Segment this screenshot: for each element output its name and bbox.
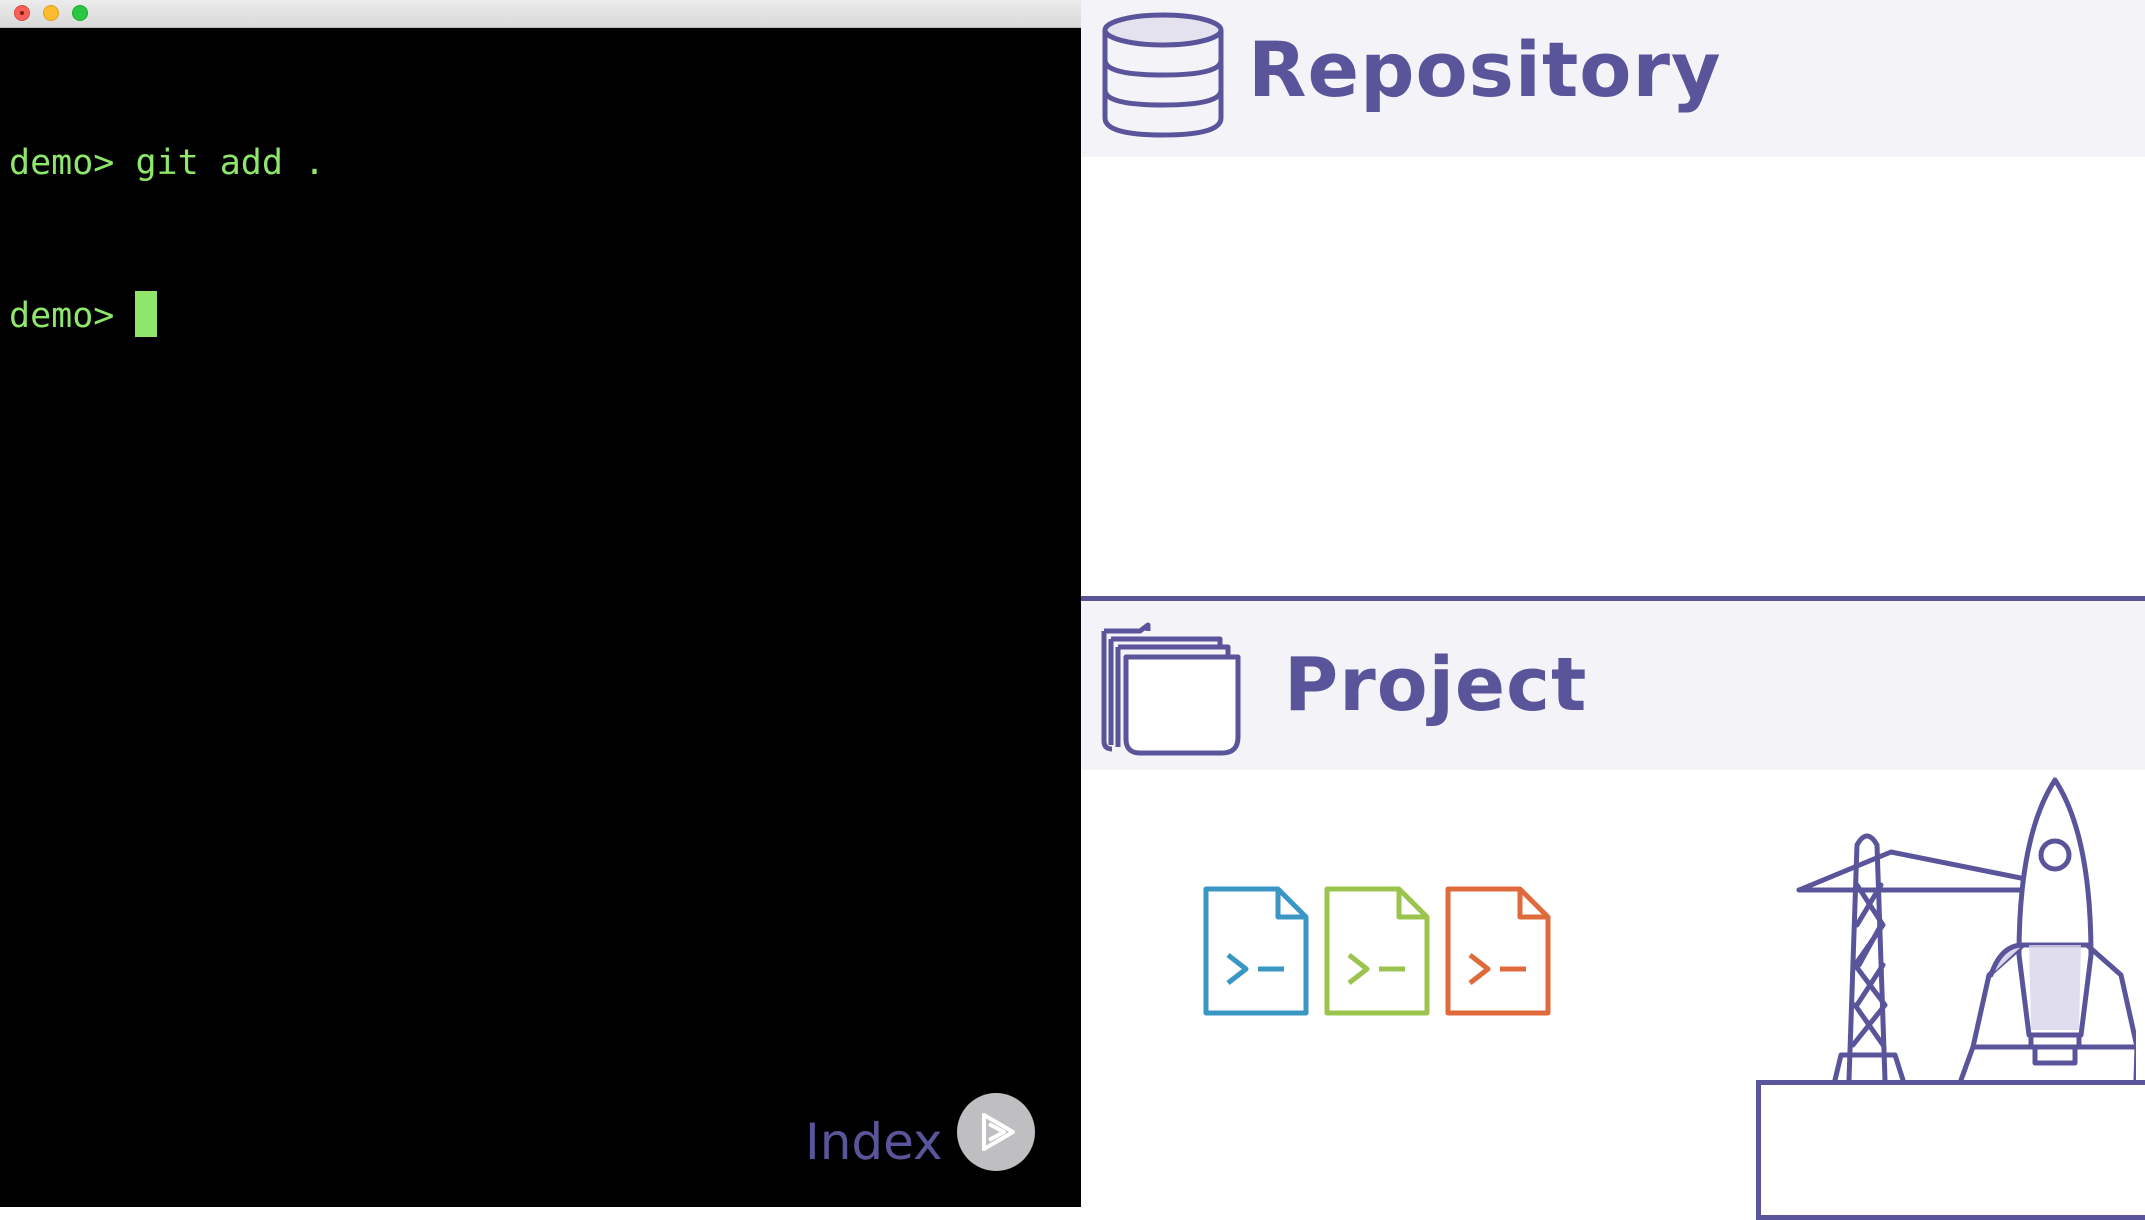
terminal-prompt: demo> [9,143,136,183]
project-header: Project [1081,601,2145,770]
folder-stack-icon [1101,622,1241,756]
terminal-titlebar[interactable] [0,0,1081,28]
minimize-window-button[interactable] [43,5,59,21]
git-diagram-panel: Repository Project [1081,0,2145,1220]
repository-header: Repository [1081,0,2145,157]
maximize-window-button[interactable] [72,5,88,21]
terminal-file-icon [1445,886,1551,1016]
terminal-cursor [135,291,158,337]
database-icon [1102,12,1224,138]
index-label: Index [805,1113,943,1171]
rocket-launchpad-icon [1796,777,2136,1083]
terminal-output[interactable]: demo> git add . demo> [9,36,325,444]
terminal-window[interactable]: demo> git add . demo> [0,0,1081,1207]
close-window-button[interactable] [14,5,30,21]
terminal-line: demo> git add . [9,138,325,189]
index-box [1756,1080,2145,1220]
terminal-file-icon [1324,886,1430,1016]
terminal-file-icon [1203,886,1309,1016]
terminal-prompt: demo> [9,296,136,336]
project-title: Project [1284,642,1588,728]
section-divider [1081,596,2145,601]
terminal-command: git add . [135,143,326,183]
repository-title: Repository [1248,25,1722,114]
terminal-line: demo> [9,291,325,342]
play-button[interactable] [957,1093,1035,1171]
play-icon [982,1113,1015,1151]
